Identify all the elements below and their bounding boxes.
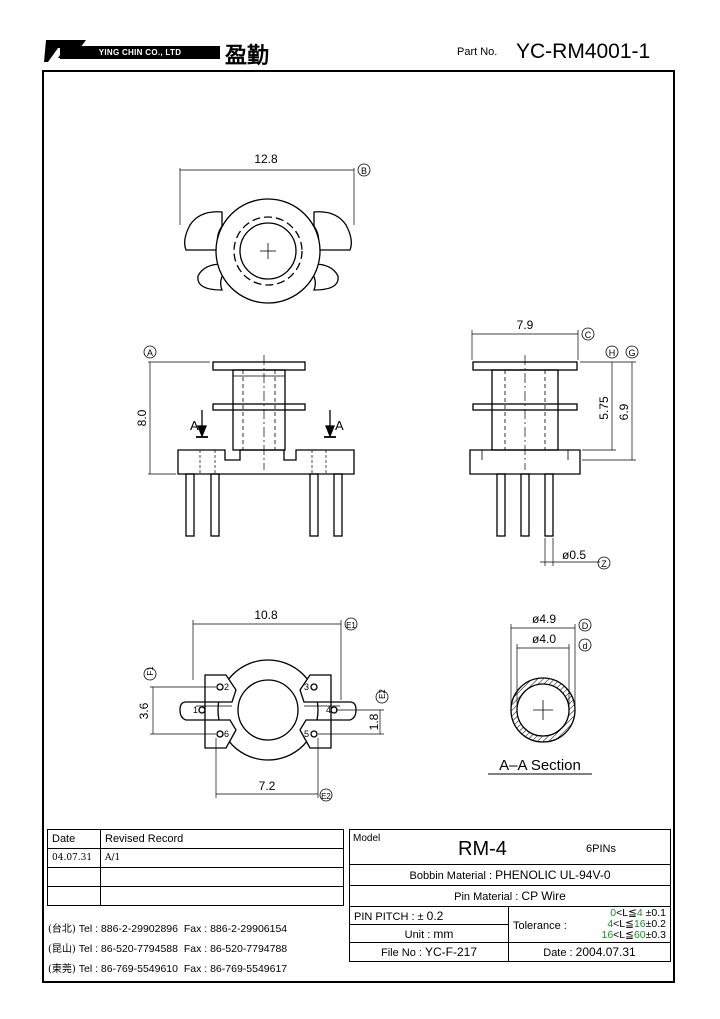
spec-table: Model RM-4 6PINs Bobbin Material : PHENO…: [349, 829, 671, 962]
pin-label-1: 1: [193, 705, 198, 715]
section-arrow-left: A: [190, 418, 199, 433]
bottom-width-ref: E1: [346, 621, 356, 630]
part-no: YC-RM4001-1: [516, 40, 651, 63]
bottom-width-dim: 10.8: [254, 608, 278, 622]
pin-label-6: 6: [224, 729, 229, 739]
top-width-dim: 12.8: [254, 152, 278, 166]
date-label: Date :: [543, 947, 573, 959]
tolerance-row: 16<L≦60±0.3: [601, 929, 666, 941]
drawing-frame: [42, 70, 675, 983]
section-arrow-right: A: [335, 418, 344, 433]
part-no-label: Part No.: [457, 46, 498, 58]
pin-count: 6PINs: [586, 843, 616, 855]
front-ref: A: [147, 348, 153, 358]
side-width-ref: C: [585, 330, 592, 340]
tolerance-label: Tolerance :: [513, 920, 567, 932]
tolerance-row: 4<L≦16±0.2: [607, 918, 666, 930]
pin-label-2: 2: [224, 682, 229, 692]
bobbin-value: PHENOLIC UL-94V-0: [495, 868, 611, 882]
rev-row-3-date: [47, 886, 101, 906]
side-h2-ref: G: [628, 348, 635, 358]
contact-row: (台北) Tel : 886-2-29902896 Fax : 886-2-29…: [48, 920, 287, 935]
bottom-span-ref: E2: [321, 792, 331, 801]
section-title: A–A Section: [499, 757, 581, 774]
file-no-label: File No :: [380, 947, 422, 959]
section-inner-ref: d: [582, 641, 587, 651]
pin-label-3: 3: [304, 682, 309, 692]
contact-row: (東莞) Tel : 86-769-5549610 Fax : 86-769-5…: [48, 960, 287, 975]
date-value: 2004.07.31: [575, 945, 636, 959]
revision-table: Date Revised Record 04.07.31 A/1: [47, 829, 344, 906]
contact-fax: Fax : 86-520-7794788: [183, 943, 288, 955]
pin-pitch: PIN PITCH : ± 0.2: [349, 906, 509, 925]
side-h1-ref: H: [609, 348, 616, 358]
side-width-dim: 7.9: [517, 318, 534, 332]
pin-material-value: CP Wire: [521, 889, 566, 903]
pin-pitch-value: 0.2: [426, 908, 444, 923]
pin-label-5: 5: [304, 729, 309, 739]
drawing-date: Date : 2004.07.31: [508, 942, 671, 962]
top-view: [179, 163, 371, 304]
pin-material: Pin Material : CP Wire: [349, 885, 671, 907]
section-outer-ref: D: [582, 621, 589, 631]
rev-row-2-date: [47, 867, 101, 887]
pin-material-label: Pin Material :: [454, 891, 519, 903]
pin-label-4: 4: [326, 705, 331, 715]
model-cell: Model RM-4 6PINs: [349, 829, 671, 865]
rev-row-3-record: [100, 886, 344, 906]
rev-row-1-record: A/1: [100, 848, 344, 868]
bottom-gap-ref: E2: [378, 689, 387, 699]
unit-value: mm: [433, 926, 454, 941]
contact-row: (昆山) Tel : 86-520-7794588 Fax : 86-520-7…: [48, 940, 287, 955]
contact-tel: Tel : 86-520-7794588: [78, 943, 178, 955]
bobbin-label: Bobbin Material :: [409, 870, 493, 882]
side-h2-dim: 6.9: [617, 403, 631, 420]
rev-col-record: Revised Record: [100, 829, 344, 849]
front-height-dim: 8.0: [135, 409, 149, 426]
rev-row-2-record: [100, 867, 344, 887]
section-view: [488, 618, 592, 775]
contact-fax: Fax : 886-2-29906154: [183, 923, 288, 935]
contact-city: (台北): [48, 924, 76, 935]
tolerance-row: 0<L≦4 ±0.1: [610, 907, 666, 919]
side-h1-dim: 5.75: [597, 396, 611, 420]
file-no: File No : YC-F-217: [349, 942, 509, 962]
company-name-cn: 盈勤: [225, 43, 270, 69]
contact-city: (昆山): [48, 944, 76, 955]
contact-fax: Fax : 86-769-5549617: [183, 963, 288, 975]
pin-dia-dim: ø0.5: [562, 548, 586, 562]
contact-city: (東莞): [48, 964, 76, 975]
pin-pitch-label: PIN PITCH : ±: [354, 910, 424, 923]
contact-tel: Tel : 886-2-29902896: [78, 923, 178, 935]
pin-dia-ref: Z: [601, 559, 607, 569]
company-name: YING CHIN CO., LTD: [60, 46, 220, 59]
rev-col-date: Date: [47, 829, 101, 849]
section-inner-dim: ø4.0: [532, 632, 556, 646]
bottom-span-dim: 7.2: [259, 779, 276, 793]
header: YING CHIN CO., LTD 盈勤 Part No. YC-RM4001…: [0, 0, 720, 80]
unit-label: Unit :: [404, 928, 431, 941]
bottom-gap-dim: 1.8: [367, 713, 381, 730]
model-value: RM-4: [458, 838, 507, 860]
bottom-view: [143, 617, 389, 802]
side-view: [469, 327, 639, 570]
model-label: Model: [353, 833, 381, 844]
unit: Unit : mm: [349, 924, 509, 943]
file-no-value: YC-F-217: [425, 945, 478, 959]
contact-tel: Tel : 86-769-5549610: [78, 963, 178, 975]
bottom-pitch-dim: 3.6: [137, 702, 151, 719]
front-view: [143, 345, 355, 537]
section-outer-dim: ø4.9: [532, 612, 556, 626]
top-ref: B: [361, 166, 367, 176]
bottom-pitch-ref: F1: [146, 666, 155, 676]
tolerance-list: 0<L≦4 ±0.1 4<L≦16±0.2 16<L≦60±0.3: [601, 908, 666, 941]
bobbin-material: Bobbin Material : PHENOLIC UL-94V-0: [349, 864, 671, 886]
tolerance-cell: Tolerance : 0<L≦4 ±0.1 4<L≦16±0.2 16<L≦6…: [508, 906, 671, 943]
rev-row-1-date: 04.07.31: [47, 848, 101, 868]
